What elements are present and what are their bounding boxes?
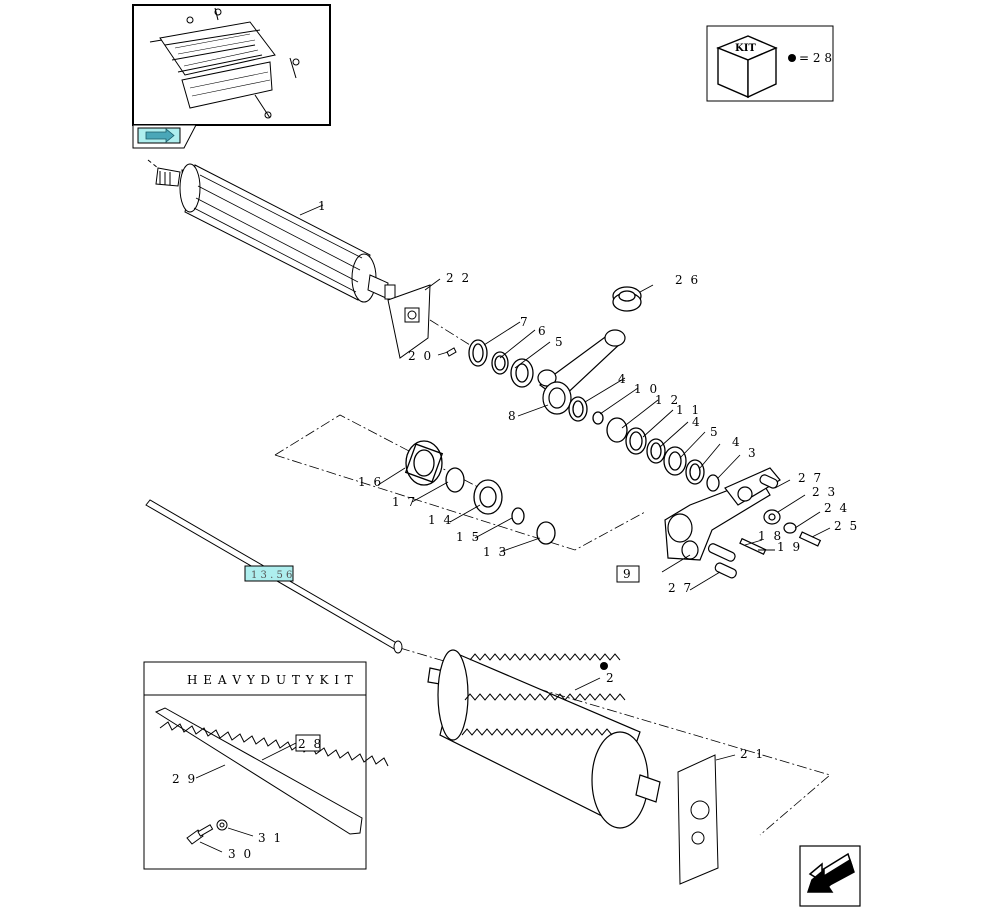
callout-6: 6: [538, 324, 548, 338]
kit-cube-label: KIT: [735, 43, 756, 54]
callout-22: 2 2: [446, 271, 471, 285]
arrow-right-icon: [145, 128, 175, 143]
part-29-knife: [154, 707, 389, 835]
cube-icon: [716, 35, 778, 99]
callout-labels: 1 2 3 4 4 4 5 5 6 7 8 9 1 0 1 1 1 2 1 3 …: [172, 199, 859, 861]
callout-8: 8: [508, 409, 518, 423]
heavy-duty-kit-title: H E A V Y D U T Y K I T: [187, 673, 354, 687]
part-20-screw: [446, 347, 457, 357]
callout-9: 9: [623, 567, 633, 581]
callout-31: 3 1: [258, 831, 283, 845]
callout-16: 1 6: [358, 475, 383, 489]
callout-11: 1 1: [676, 403, 701, 417]
thumbnail-nav-tab[interactable]: [132, 124, 197, 149]
kit-marker-icon: [600, 662, 608, 670]
kit-equals-label: = 2 8: [799, 51, 832, 65]
part-1-roller: [147, 159, 396, 303]
callout-14: 1 4: [428, 513, 453, 527]
callout-21: 2 1: [740, 747, 765, 761]
callout-10: 1 0: [634, 382, 659, 396]
callout-4a: 4: [618, 372, 628, 386]
part-8-arm: [537, 329, 626, 415]
callout-3: 3: [748, 446, 758, 460]
part-2-drum: [427, 649, 661, 829]
callout-25: 2 5: [834, 519, 859, 533]
part-31-nut: [216, 819, 228, 831]
callout-7: 7: [520, 315, 530, 329]
part-26-bushing: [612, 286, 642, 312]
kit-legend: KIT = 2 8: [706, 25, 834, 102]
callout-28: 2 8: [298, 737, 323, 751]
callout-5a: 5: [555, 335, 565, 349]
part-21-plate: [677, 754, 719, 885]
callout-29: 2 9: [172, 772, 197, 786]
bearing-group-lower: [404, 440, 556, 545]
part-2-drum-teeth: [461, 653, 626, 736]
part-1-roller-flutes: [193, 174, 363, 293]
overview-thumbnail[interactable]: [132, 4, 331, 126]
callout-4b: 4: [692, 415, 702, 429]
callout-1: 1: [318, 199, 328, 213]
callout-27b: 2 7: [668, 581, 693, 595]
kit-bullet-icon: [788, 54, 796, 62]
part-9-callout-box: [616, 565, 640, 583]
arrow-down-left-icon: [806, 852, 855, 893]
crossref-link[interactable]: 1 3 . 5 6: [244, 565, 294, 582]
callout-18: 1 8: [758, 529, 783, 543]
next-page-button[interactable]: [799, 845, 861, 907]
heavy-duty-kit-box: H E A V Y D U T Y K I T: [143, 661, 389, 870]
callout-20: 2 0: [408, 349, 433, 363]
callout-27a: 2 7: [798, 471, 823, 485]
part-9-bracket: [664, 467, 781, 561]
bearing-rings-middle: [568, 396, 720, 492]
callout-19: 1 9: [777, 540, 802, 554]
callout-15: 1 5: [456, 530, 481, 544]
callout-5b: 5: [710, 425, 720, 439]
callout-2: 2: [606, 671, 616, 685]
part-30-bolt: [186, 824, 214, 845]
callout-17: 1 7: [392, 495, 417, 509]
leader-lines: [195, 204, 831, 853]
callout-13: 1 3: [483, 545, 508, 559]
crossref-label: 1 3 . 5 6: [251, 570, 292, 581]
part-22-bracket: [387, 284, 431, 359]
callout-23: 2 3: [812, 485, 837, 499]
callout-30: 3 0: [228, 847, 253, 861]
callout-24: 2 4: [824, 501, 849, 515]
callout-12: 1 2: [655, 393, 680, 407]
bearing-rings-upper: [468, 339, 534, 388]
callout-4c: 4: [732, 435, 742, 449]
callout-26: 2 6: [675, 273, 700, 287]
